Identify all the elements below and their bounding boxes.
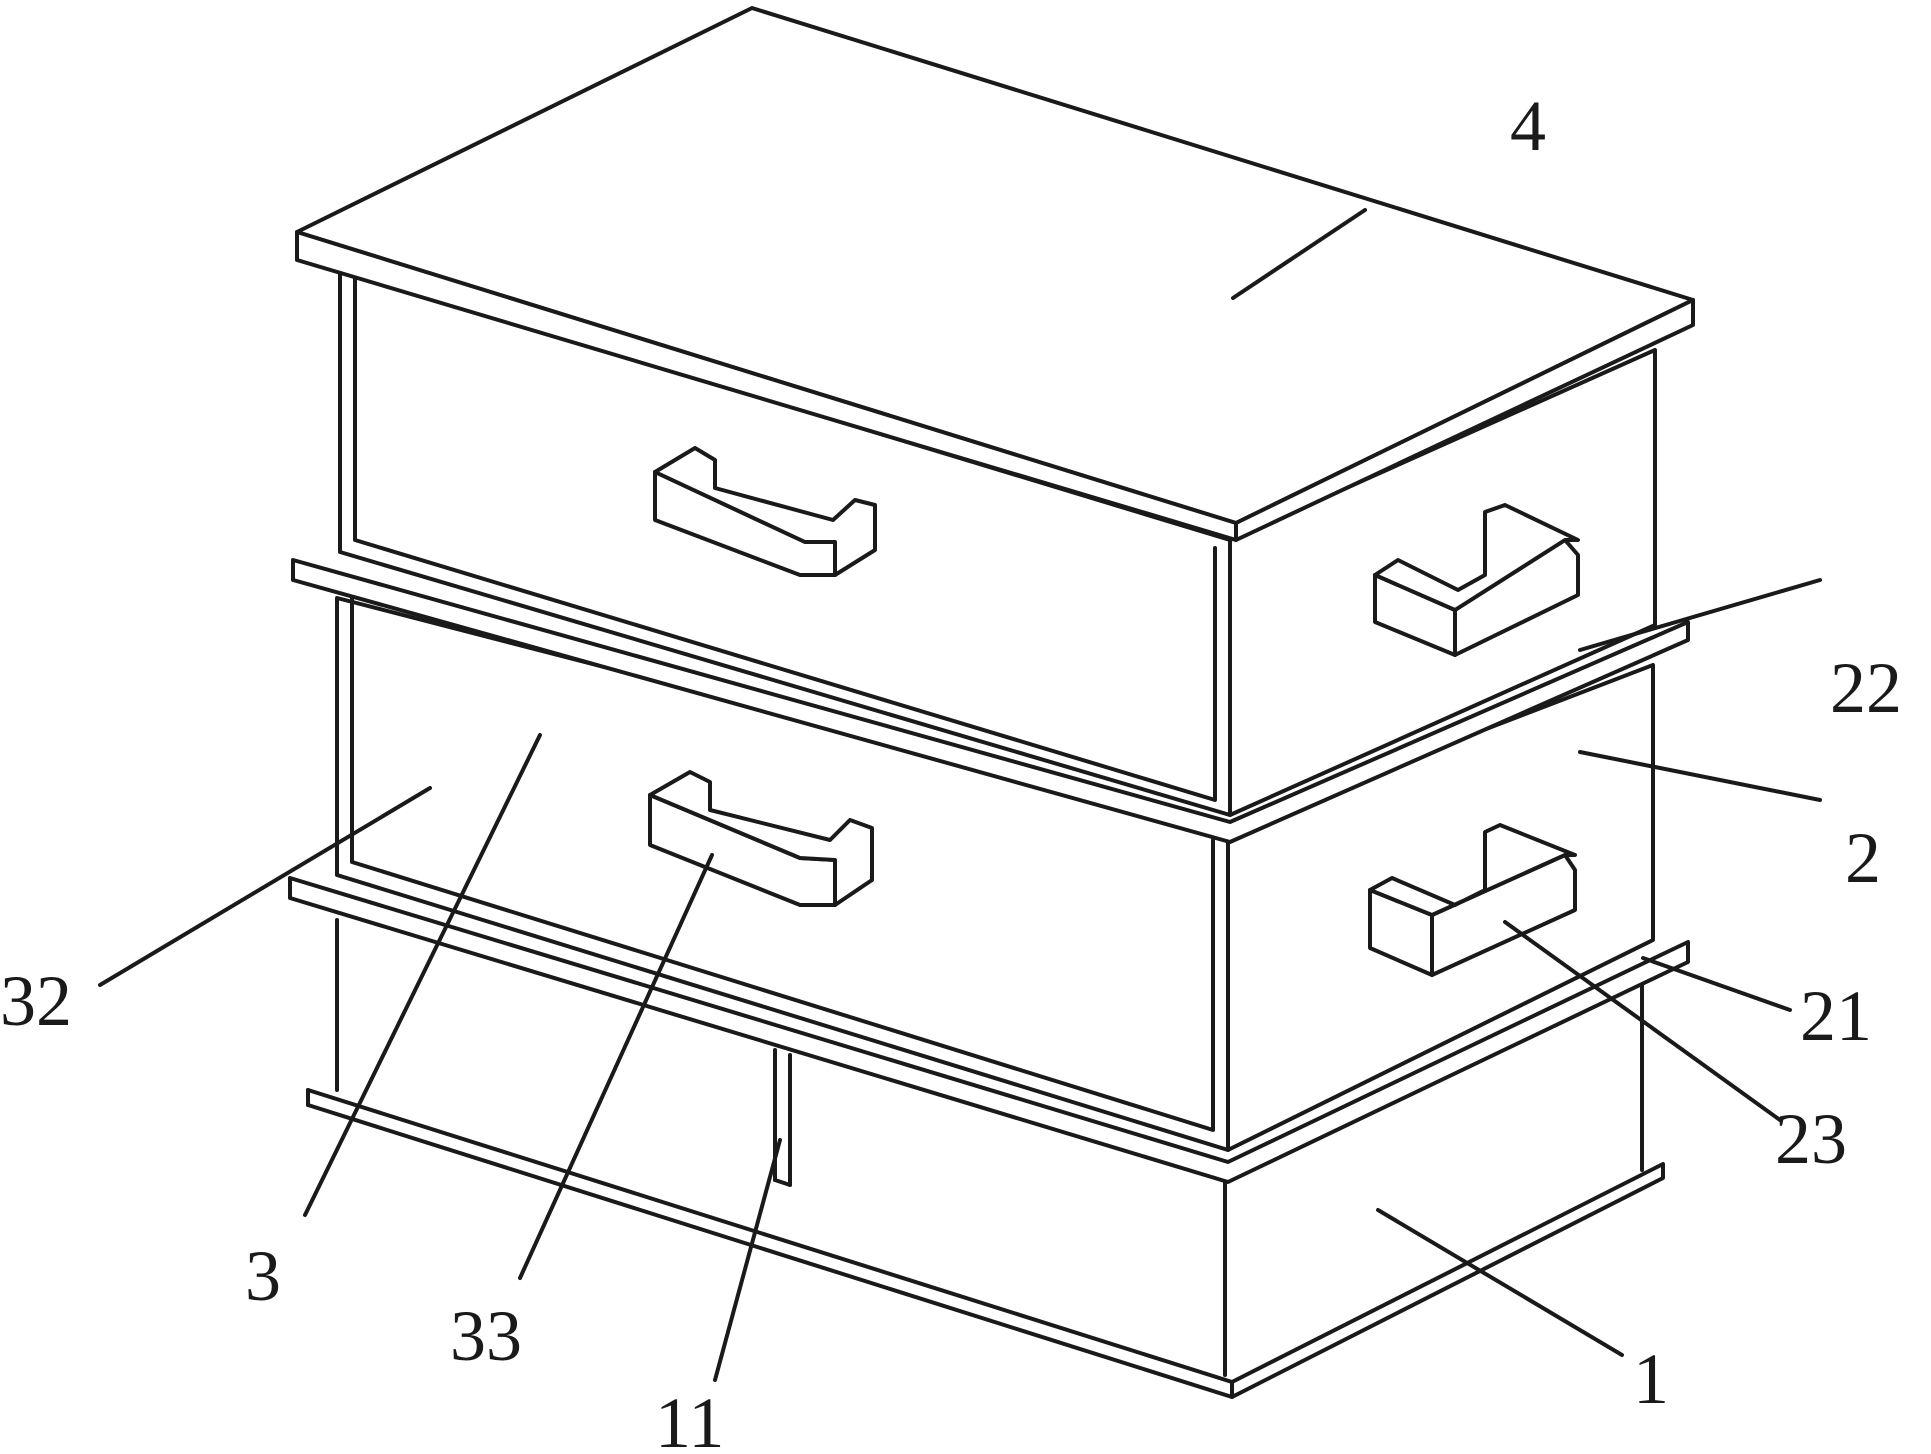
label-11: 11 [655, 1383, 724, 1454]
middle-plate [288, 876, 1690, 1184]
handle-middle-side [1368, 823, 1577, 977]
handle-top-front [653, 446, 877, 577]
label-2: 2 [1845, 818, 1881, 898]
leader-lines [98, 208, 1822, 1382]
bottom-box [335, 918, 1644, 1377]
handle-middle-front [648, 770, 874, 907]
label-23: 23 [1775, 1099, 1847, 1179]
label-3: 3 [245, 1236, 281, 1316]
label-32: 32 [0, 961, 72, 1041]
label-33: 33 [450, 1296, 522, 1376]
handle-top-side [1373, 503, 1580, 657]
pin [773, 1048, 792, 1187]
label-22: 22 [1830, 648, 1902, 728]
label-21: 21 [1800, 976, 1872, 1056]
label-1: 1 [1633, 1339, 1669, 1419]
upper-plate [291, 558, 1690, 844]
reference-labels: 4 22 2 21 23 1 11 33 3 32 [0, 86, 1902, 1454]
base-plate [306, 1088, 1665, 1399]
label-4: 4 [1510, 86, 1546, 166]
lid [295, 6, 1695, 542]
